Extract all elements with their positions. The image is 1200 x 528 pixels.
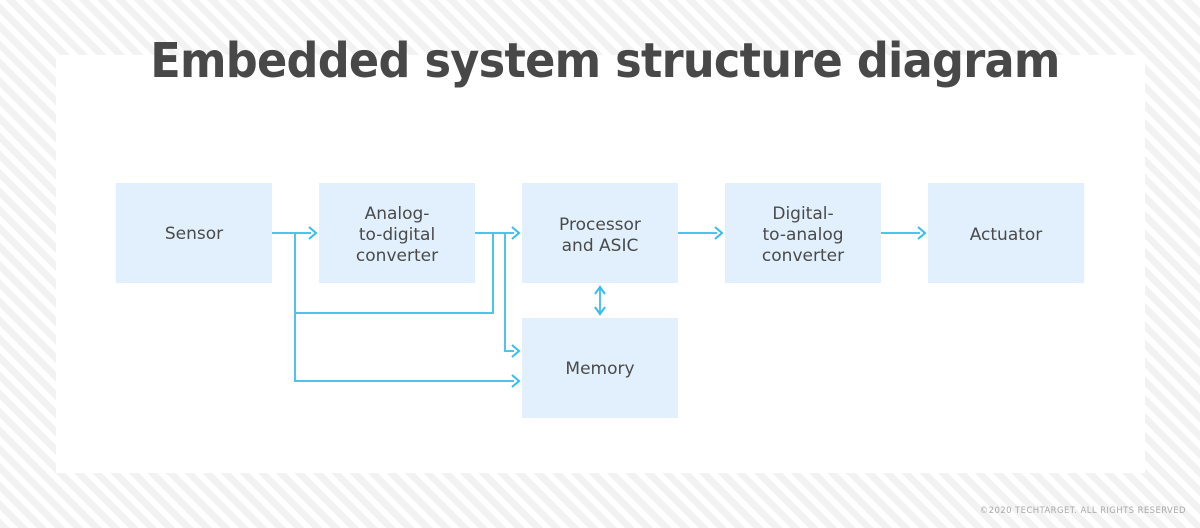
- node-dac-box[interactable]: [725, 183, 881, 283]
- node-processor-box[interactable]: [522, 183, 678, 283]
- node-adc-label-line2: to-digital: [359, 225, 435, 245]
- edge-adc-to-memory-arrowhead: [511, 344, 521, 358]
- edge-adc-to-processor-arrowhead: [511, 226, 521, 240]
- diagram-edges: [272, 226, 927, 388]
- node-adc-label-line1: Analog-: [365, 204, 430, 224]
- node-processor-and-asic[interactable]: Processor and ASIC: [522, 183, 678, 283]
- edge-adc-to-memory: [504, 233, 514, 352]
- node-actuator-box[interactable]: [928, 183, 1084, 283]
- edge-dac-to-actuator-arrowhead: [917, 226, 927, 240]
- node-memory[interactable]: Memory: [522, 318, 678, 418]
- node-sensor-label: Sensor: [165, 224, 223, 244]
- edge-sensor-to-memory: [294, 233, 514, 382]
- node-adc-label-line3: converter: [356, 246, 438, 266]
- edge-processor-to-memory-arrowhead-up: [594, 285, 606, 295]
- node-dac-label-line2: to-analog: [762, 225, 843, 245]
- edge-sensor-to-memory-arrowhead: [511, 374, 521, 388]
- node-actuator-label: Actuator: [970, 225, 1043, 245]
- node-dac-label-line3: converter: [762, 246, 844, 266]
- node-digital-to-analog-converter[interactable]: Digital- to-analog converter: [725, 183, 881, 283]
- node-sensor[interactable]: Sensor: [116, 183, 272, 283]
- edge-processor-to-memory-arrowhead-down: [594, 306, 606, 316]
- node-processor-label-line2: and ASIC: [562, 236, 639, 256]
- node-processor-label-line1: Processor: [559, 215, 641, 235]
- node-adc-box[interactable]: [319, 183, 475, 283]
- page-title: Embedded system structure diagram: [150, 33, 1060, 89]
- edge-processor-to-dac-arrowhead: [714, 226, 724, 240]
- edge-sensor-to-adc-arrowhead: [308, 226, 318, 240]
- copyright-notice: ©2020 TECHTARGET. ALL RIGHTS RESERVED: [979, 506, 1186, 516]
- node-memory-box[interactable]: [522, 318, 678, 418]
- node-actuator[interactable]: Actuator: [928, 183, 1084, 283]
- node-memory-label: Memory: [565, 359, 634, 379]
- edge-processor-feedback-bus: [295, 233, 494, 314]
- node-analog-to-digital-converter[interactable]: Analog- to-digital converter: [319, 183, 475, 283]
- node-sensor-box[interactable]: [116, 183, 272, 283]
- node-dac-label-line1: Digital-: [772, 204, 833, 224]
